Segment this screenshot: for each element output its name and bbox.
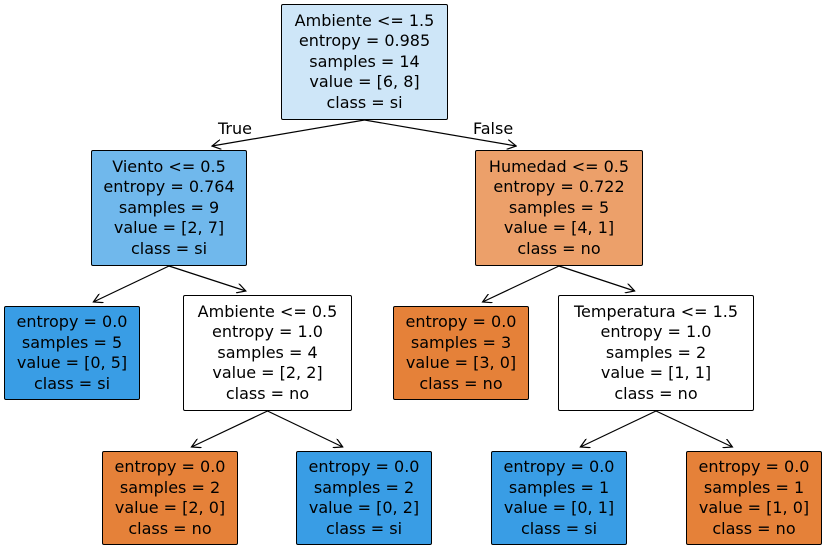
node-text-line: Ambiente <= 0.5 <box>197 301 338 321</box>
node-text-line: value = [3, 0] <box>405 353 517 372</box>
tree-edge <box>364 119 517 146</box>
node-text-line: samples = 14 <box>309 51 420 71</box>
tree-edge <box>168 265 246 291</box>
edge-label-true: True <box>218 119 252 138</box>
tree-edge <box>191 410 268 447</box>
node-text-line: entropy = 0.0 <box>114 457 226 476</box>
node-text-line: value = [2, 0] <box>114 498 226 517</box>
node-text-line: value = [2, 7] <box>113 218 225 238</box>
node-text-line: samples = 2 <box>605 342 707 362</box>
node-text-line: entropy = 0.0 <box>405 312 517 331</box>
node-text-line: class = si <box>33 373 111 393</box>
node-text-line: samples = 9 <box>118 197 220 217</box>
node-text-line: class = no <box>128 518 212 538</box>
node-text-line: entropy = 0.0 <box>16 312 128 331</box>
node-text-line: entropy = 0.0 <box>308 457 420 476</box>
node-text-line: Temperatura <= 1.5 <box>573 301 739 321</box>
node-text-line: entropy = 1.0 <box>212 322 323 342</box>
node-text-line: class = no <box>419 373 503 393</box>
tree-edge <box>267 410 343 447</box>
node-text-line: class = si <box>326 92 403 112</box>
node-text-line: value = [2, 2] <box>212 363 323 383</box>
node-text-line: samples = 4 <box>217 342 318 362</box>
node-text-line: entropy = 0.722 <box>493 177 625 197</box>
node-text-line: class = no <box>517 238 601 258</box>
tree-edge <box>655 410 732 447</box>
tree-edge <box>93 265 170 302</box>
node-text-line: Humedad <= 0.5 <box>488 156 630 176</box>
node-text-line: class = si <box>520 518 598 538</box>
node-text-line: class = si <box>325 518 403 538</box>
node-text-line: class = no <box>225 383 310 403</box>
node-text-line: samples = 5 <box>508 197 610 217</box>
node-text-line: samples = 5 <box>21 332 123 352</box>
tree-edge <box>483 265 560 302</box>
tree-edge <box>558 265 635 291</box>
node-text-line: class = no <box>614 383 698 403</box>
tree-edge <box>580 410 657 447</box>
node-text-line: value = [4, 1] <box>503 218 615 238</box>
node-text-line: entropy = 1.0 <box>600 322 712 342</box>
node-text-line: samples = 3 <box>410 332 512 352</box>
node-text-line: samples = 2 <box>119 477 221 497</box>
node-text-line: value = [0, 1] <box>503 498 615 517</box>
node-text-line: value = [1, 1] <box>600 363 712 383</box>
node-text-line: samples = 1 <box>508 477 610 497</box>
node-text-line: value = [6, 8] <box>309 72 420 92</box>
node-text-line: value = [0, 5] <box>16 353 128 372</box>
edge-label-false: False <box>473 119 514 138</box>
node-text-line: class = si <box>130 238 208 258</box>
node-text-line: entropy = 0.0 <box>503 457 615 476</box>
node-text-line: entropy = 0.764 <box>103 177 235 197</box>
node-text-line: Viento <= 0.5 <box>112 156 226 176</box>
node-text-line: samples = 2 <box>313 477 415 497</box>
node-text-line: Ambiente <= 1.5 <box>294 10 435 30</box>
node-text-line: entropy = 0.0 <box>698 457 810 476</box>
tree-edge <box>212 119 365 146</box>
node-text-line: entropy = 0.985 <box>298 31 431 51</box>
node-text-line: samples = 1 <box>703 477 805 497</box>
node-text-line: class = no <box>712 518 796 538</box>
node-text-line: value = [0, 2] <box>308 498 420 517</box>
node-text-line: value = [1, 0] <box>698 498 810 517</box>
